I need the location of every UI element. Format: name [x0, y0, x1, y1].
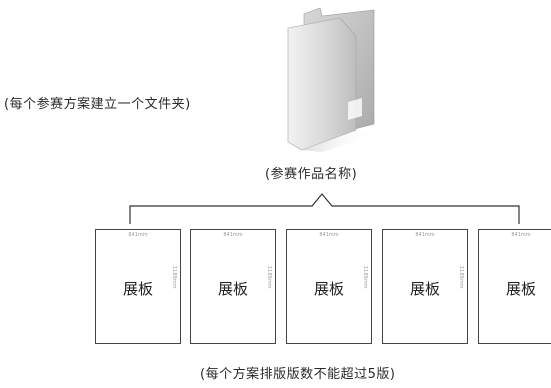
display-board: 841mm 1189mm 展板 — [382, 229, 468, 344]
board-width-label: 841mm — [511, 232, 531, 238]
board-label: 展板 — [122, 280, 153, 298]
board-label: 展板 — [409, 280, 440, 298]
board-height-label: 1189mm — [362, 266, 368, 289]
board-height-label: 1189mm — [171, 266, 177, 289]
board-width-label: 841mm — [128, 232, 148, 238]
board-height-label: 1189mm — [266, 266, 272, 289]
display-board: 841mm 1189mm 展板 — [95, 229, 181, 344]
board-caption: (每个方案排版版数不能超过5版) — [200, 367, 396, 382]
board-width-label: 841mm — [319, 232, 339, 238]
display-board: 841mm 1189mm 展板 — [190, 229, 276, 344]
board-label: 展板 — [217, 280, 248, 298]
board-label: 展板 — [313, 280, 344, 298]
board-width-label: 841mm — [223, 232, 243, 238]
board-height-label: 1189mm — [458, 266, 464, 289]
board-width-label: 841mm — [415, 232, 435, 238]
display-board: 841mm 1189mm 展板 — [478, 229, 551, 344]
board-label: 展板 — [505, 280, 536, 298]
folder-caption: (每个参赛方案建立一个文件夹) — [4, 97, 191, 112]
folder-name-label: (参赛作品名称) — [265, 167, 358, 182]
display-board: 841mm 1189mm 展板 — [286, 229, 372, 344]
folder-icon — [287, 7, 378, 152]
